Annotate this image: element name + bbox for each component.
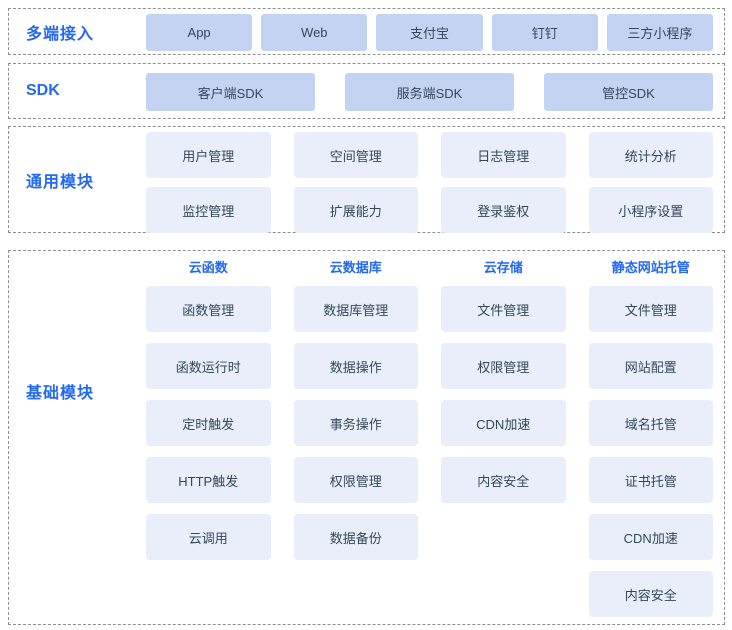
node-extension-capability: 扩展能力 — [293, 187, 418, 233]
section-basic-modules: 基础模块 云函数 函数管理 函数运行时 定时触发 HTTP触发 云调用 云数据库… — [8, 250, 725, 625]
node-cdn-acceleration-storage: CDN加速 — [441, 400, 566, 446]
column-title-cloud-database: 云数据库 — [329, 260, 382, 275]
node-app: App — [146, 14, 253, 51]
sdk-box-row: 客户端SDK 服务端SDK 管控SDK — [146, 73, 713, 111]
section-label-basic-modules: 基础模块 — [26, 385, 95, 402]
column-title-cloud-storage: 云存储 — [483, 260, 523, 275]
section-label-multi-channel-access: 多端接入 — [26, 25, 95, 43]
multi-channel-box-row: App Web 支付宝 钉钉 三方小程序 — [146, 14, 714, 51]
column-static-website-hosting: 静态网站托管 文件管理 网站配置 域名托管 证书托管 CDN加速 内容安全 — [588, 259, 713, 628]
node-alipay: 支付宝 — [376, 14, 483, 51]
node-data-operation: 数据操作 — [293, 343, 418, 389]
node-certificate-hosting: 证书托管 — [588, 457, 713, 503]
node-transaction-operation: 事务操作 — [293, 400, 418, 446]
section-label-common-modules: 通用模块 — [26, 173, 95, 191]
node-data-backup: 数据备份 — [293, 514, 418, 560]
node-permission-management-storage: 权限管理 — [441, 343, 566, 389]
node-content-security-storage: 内容安全 — [441, 457, 566, 503]
node-dingtalk: 钉钉 — [491, 14, 598, 51]
node-timer-trigger: 定时触发 — [146, 400, 271, 446]
node-admin-sdk: 管控SDK — [544, 73, 713, 111]
basic-modules-columns: 云函数 函数管理 函数运行时 定时触发 HTTP触发 云调用 云数据库 数据库管… — [146, 259, 713, 628]
node-function-management: 函数管理 — [146, 286, 271, 332]
node-http-trigger: HTTP触发 — [146, 457, 271, 503]
node-statistics-analysis: 统计分析 — [588, 132, 713, 178]
section-multi-channel-access: 多端接入 App Web 支付宝 钉钉 三方小程序 — [8, 8, 725, 55]
column-cloud-function: 云函数 函数管理 函数运行时 定时触发 HTTP触发 云调用 — [146, 259, 271, 571]
section-common-modules: 通用模块 用户管理 空间管理 日志管理 统计分析 监控管理 扩展能力 登录鉴权 … — [8, 126, 725, 233]
node-space-management: 空间管理 — [293, 132, 418, 178]
section-sdk: SDK 客户端SDK 服务端SDK 管控SDK — [8, 63, 725, 119]
node-monitor-management: 监控管理 — [146, 187, 271, 233]
section-label-sdk: SDK — [26, 82, 60, 99]
node-miniapp-settings: 小程序设置 — [588, 187, 713, 233]
node-cdn-acceleration-hosting: CDN加速 — [588, 514, 713, 560]
node-server-sdk: 服务端SDK — [345, 73, 514, 111]
node-content-security-hosting: 内容安全 — [588, 571, 713, 617]
column-cloud-database: 云数据库 数据库管理 数据操作 事务操作 权限管理 数据备份 — [293, 259, 418, 571]
node-website-config: 网站配置 — [588, 343, 713, 389]
column-cloud-storage: 云存储 文件管理 权限管理 CDN加速 内容安全 — [441, 259, 566, 514]
node-client-sdk: 客户端SDK — [146, 73, 315, 111]
node-file-management-storage: 文件管理 — [441, 286, 566, 332]
node-log-management: 日志管理 — [441, 132, 566, 178]
node-permission-management-db: 权限管理 — [293, 457, 418, 503]
node-function-runtime: 函数运行时 — [146, 343, 271, 389]
column-title-cloud-function: 云函数 — [188, 260, 228, 275]
node-database-management: 数据库管理 — [293, 286, 418, 332]
node-login-auth: 登录鉴权 — [441, 187, 566, 233]
node-user-management: 用户管理 — [146, 132, 271, 178]
node-cloud-call: 云调用 — [146, 514, 271, 560]
node-third-party-miniapp: 三方小程序 — [606, 14, 714, 51]
common-modules-grid: 用户管理 空间管理 日志管理 统计分析 监控管理 扩展能力 登录鉴权 小程序设置 — [146, 132, 713, 233]
node-web: Web — [261, 14, 368, 51]
node-domain-hosting: 域名托管 — [588, 400, 713, 446]
node-file-management-hosting: 文件管理 — [588, 286, 713, 332]
column-title-static-website-hosting: 静态网站托管 — [611, 260, 690, 275]
